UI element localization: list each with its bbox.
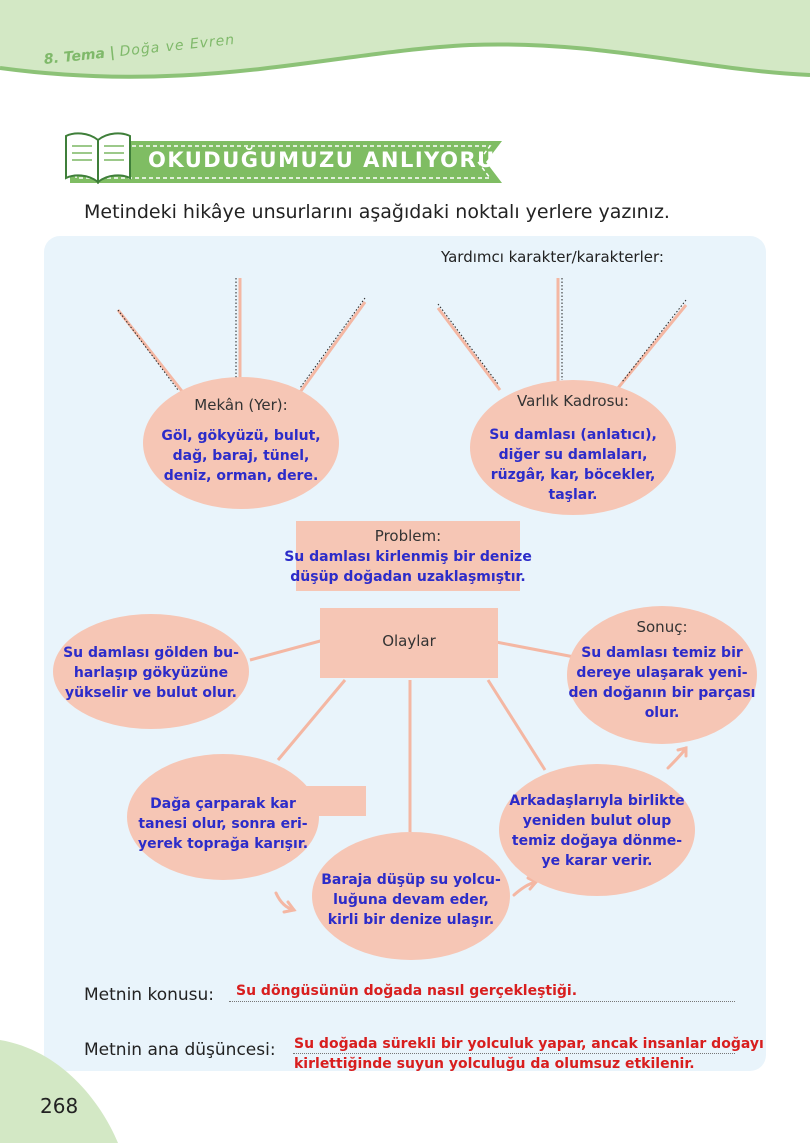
result-answer-line: olur. — [644, 705, 680, 721]
cast-answer-line: diğer su damlaları, — [498, 447, 648, 463]
section-title: OKUDUĞUMUZU ANLIYORUZ — [148, 148, 513, 172]
topic-dotted-line — [229, 985, 735, 1002]
event-answer-4: Arkadaşlarıyla birlikte yeniden bulut ol… — [499, 791, 695, 871]
section-banner — [70, 141, 502, 183]
event-4-line: Arkadaşlarıyla birlikte — [509, 793, 685, 809]
event-oval-3 — [312, 832, 510, 960]
event-oval-2 — [127, 754, 319, 880]
main-idea-label: Metnin ana düşüncesi: — [84, 1040, 276, 1060]
problem-answer-line: düşüp doğadan uzaklaşmıştır. — [290, 569, 526, 585]
result-answer: Su damlası temiz bir dereye ulaşarak yen… — [567, 643, 757, 723]
result-answer-line: den doğanın bir parçası — [568, 685, 756, 701]
result-answer-line: dereye ulaşarak yeni- — [576, 665, 748, 681]
problem-answer: Su damlası kirlenmiş bir denize düşüp do… — [280, 547, 536, 587]
event-3-line: Baraja düşüp su yolcu- — [321, 872, 501, 888]
event-answer-1: Su damlası gölden bu- harlaşıp gökyüzüne… — [53, 643, 249, 703]
cast-answer-line: taşlar. — [548, 487, 598, 503]
topic-label: Metnin konusu: — [84, 985, 215, 1005]
main-idea-answer-line: kirlettiğinde suyun yolculuğu da olumsuz… — [294, 1056, 695, 1072]
cast-oval — [470, 380, 676, 515]
topic-answer: Su döngüsünün doğada nasıl gerçekleştiği… — [236, 983, 578, 999]
events-label: Olaylar — [382, 632, 436, 650]
main-idea-answer: Su doğada sürekli bir yolculuk yapar, an… — [294, 1034, 764, 1074]
event-2-line: tanesi olur, sonra eri- — [138, 816, 308, 832]
place-answer-line: dağ, baraj, tünel, — [172, 448, 310, 464]
event-4-line: temiz doğaya dönme- — [511, 833, 683, 849]
event-2-line: yerek toprağa karışır. — [137, 836, 309, 852]
place-oval — [143, 377, 339, 509]
cast-label: Varlık Kadrosu: — [517, 392, 629, 410]
place-answer-line: Göl, gökyüzü, bulut, — [161, 428, 321, 444]
page-number: 268 — [40, 1094, 79, 1118]
event-4-line: yeniden bulut olup — [522, 813, 672, 829]
result-label: Sonuç: — [636, 618, 688, 636]
place-label: Mekân (Yer): — [194, 396, 288, 414]
result-answer-line: Su damlası temiz bir — [581, 645, 743, 661]
header-wave-decoration — [0, 0, 810, 79]
cast-answer-line: rüzgâr, kar, böcekler, — [490, 467, 656, 483]
event-1-line: harlaşıp gökyüzüne — [73, 665, 229, 681]
event-1-line: yükselir ve bulut olur. — [64, 685, 238, 701]
place-answer: Göl, gökyüzü, bulut, dağ, baraj, tünel, … — [143, 426, 339, 486]
main-idea-answer-line: Su doğada sürekli bir yolculuk yapar, an… — [294, 1036, 764, 1052]
event-1-line: Su damlası gölden bu- — [63, 645, 239, 661]
instruction-text: Metindeki hikâye unsurlarını aşağıdaki n… — [84, 201, 670, 223]
cast-answer-line: Su damlası (anlatıcı), — [489, 427, 657, 443]
event-answer-2: Dağa çarparak kar tanesi olur, sonra eri… — [127, 794, 319, 854]
problem-answer-line: Su damlası kirlenmiş bir denize — [284, 549, 532, 565]
event-oval-1 — [53, 614, 249, 729]
problem-label: Problem: — [374, 527, 442, 545]
helper-characters-label: Yardımcı karakter/karakterler: — [441, 248, 664, 266]
main-idea-dotted-line-1 — [293, 1037, 735, 1054]
events-box — [320, 608, 498, 678]
cast-answer: Su damlası (anlatıcı), diğer su damlalar… — [470, 425, 676, 505]
event-2-tab — [290, 786, 366, 816]
place-answer-line: deniz, orman, dere. — [163, 468, 319, 484]
event-answer-3: Baraja düşüp su yolcu- luğuna devam eder… — [312, 870, 510, 930]
event-2-line: Dağa çarparak kar — [150, 796, 296, 812]
event-3-line: luğuna devam eder, — [333, 892, 489, 908]
result-oval — [567, 606, 757, 744]
event-3-line: kirli bir denize ulaşır. — [327, 912, 495, 928]
open-book-icon — [65, 132, 131, 185]
event-oval-4 — [499, 764, 695, 896]
problem-box — [296, 521, 520, 591]
event-4-line: ye karar verir. — [541, 853, 653, 869]
corner-leaf-decoration — [0, 1040, 118, 1143]
